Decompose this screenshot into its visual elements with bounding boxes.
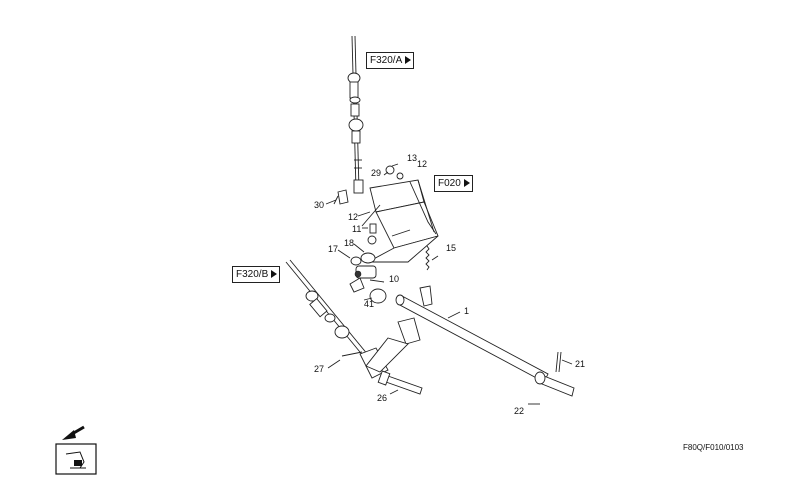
play-triangle-icon <box>271 270 278 278</box>
callout-10: 10 <box>389 274 399 284</box>
reference-f320b-label: F320/B <box>236 269 269 280</box>
pivot-bolt <box>377 370 423 395</box>
callout-11: 11 <box>352 224 361 234</box>
drawing-code: F80Q/F010/0103 <box>683 443 744 452</box>
clevis-pin <box>333 189 349 205</box>
callout-22: 22 <box>514 406 524 416</box>
callout-13: 13 <box>407 153 417 163</box>
reference-f020-label: F020 <box>438 178 461 189</box>
reference-f320b[interactable]: F320/B <box>232 266 281 283</box>
reference-f320a-label: F320/A <box>370 55 403 66</box>
callout-labels: 13 12 29 30 12 11 17 18 15 10 41 1 27 26… <box>314 153 585 416</box>
callout-26: 26 <box>377 393 387 403</box>
main-shaft <box>395 294 575 397</box>
callout-21: 21 <box>575 359 585 369</box>
callout-27: 27 <box>314 364 324 374</box>
play-triangle-icon <box>405 56 412 64</box>
operator-seat-icon[interactable] <box>55 443 97 475</box>
callout-leaders <box>325 163 573 405</box>
arrow-down-left-icon[interactable] <box>62 425 85 440</box>
callout-12-lower: 12 <box>348 212 358 222</box>
shaft-levers <box>365 285 433 373</box>
callout-17: 17 <box>328 244 338 254</box>
play-triangle-icon <box>463 179 470 187</box>
upper-control-cable <box>347 35 364 194</box>
callout-12-top: 12 <box>417 159 427 169</box>
return-spring <box>425 245 430 271</box>
callout-15: 15 <box>446 243 456 253</box>
callout-29: 29 <box>371 168 381 178</box>
bracket-hardware <box>349 165 404 304</box>
reference-f020[interactable]: F020 <box>434 175 473 192</box>
callout-41: 41 <box>364 299 374 309</box>
callout-18: 18 <box>344 238 354 248</box>
mounting-bracket <box>361 179 439 263</box>
callout-1: 1 <box>464 306 469 316</box>
reference-f320a[interactable]: F320/A <box>366 52 415 69</box>
callout-30: 30 <box>314 200 324 210</box>
